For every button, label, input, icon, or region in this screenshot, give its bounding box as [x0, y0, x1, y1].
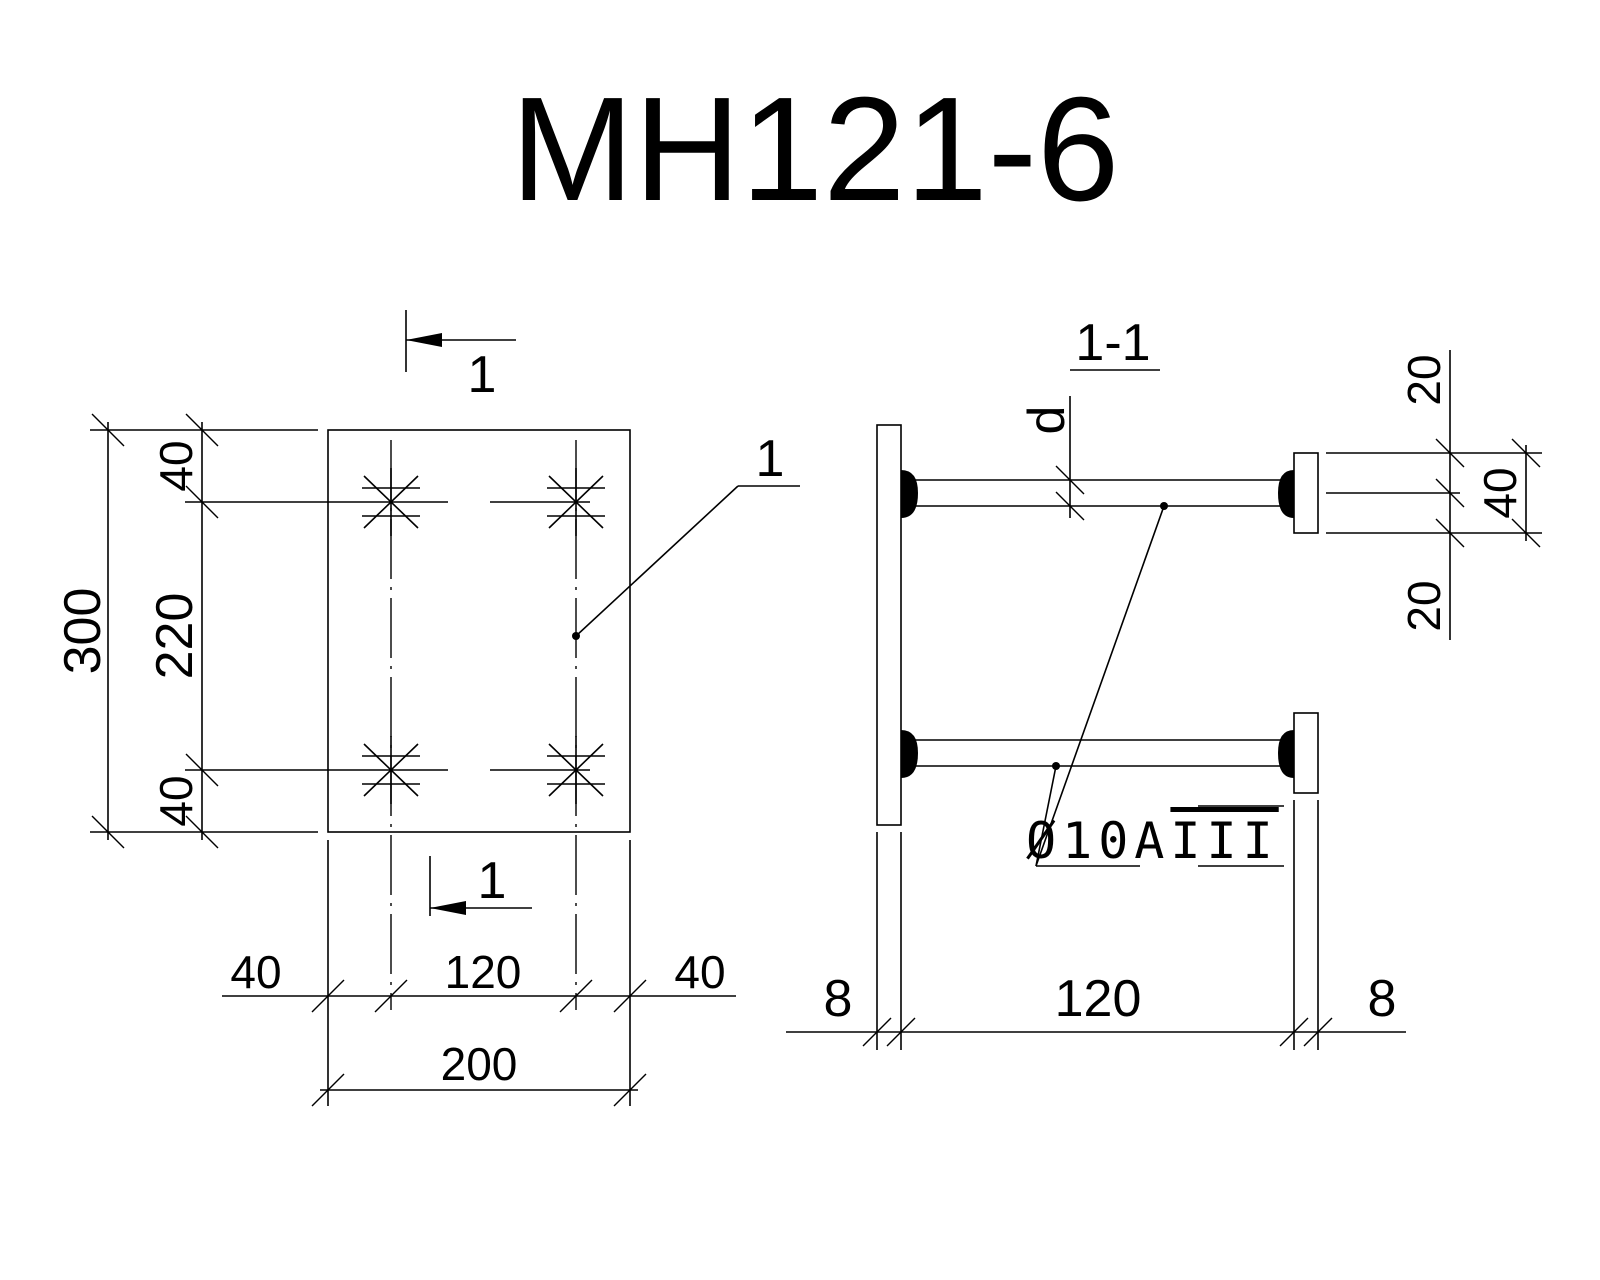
dim-middle: 220 [146, 593, 204, 680]
dim-total-width: 200 [441, 1038, 518, 1090]
anchor-mark-top-right [547, 468, 605, 536]
section-cut-mark-top: 1 [405, 310, 516, 404]
section-view: 1-1 d Ø10AIII [786, 314, 1542, 1050]
dim-top-gap: 20 [1398, 354, 1450, 405]
dim-left-edge: 40 [230, 946, 281, 998]
item-callout: 1 [572, 430, 800, 640]
section-title: 1-1 [1075, 314, 1150, 372]
section-cut-label-bottom: 1 [478, 852, 507, 910]
anchor-mark-top-left [362, 468, 420, 536]
drawing-title: MH121-6 [511, 67, 1120, 232]
section-cut-label-top: 1 [468, 346, 497, 404]
end-plate-top [1293, 452, 1319, 534]
weld-top-left [901, 470, 918, 518]
weld-bottom-left [901, 730, 918, 778]
section-base-plate [876, 424, 902, 826]
dim-bottom-gap: 20 [1398, 580, 1450, 631]
dim-right-plate: 8 [1368, 970, 1397, 1028]
section-cut-mark-bottom: 1 [429, 852, 532, 916]
anchor-mark-bottom-right [547, 736, 605, 804]
rebar-label: Ø10AIII [1026, 812, 1279, 870]
rebar-label-prefix: Ø10A [1026, 812, 1170, 870]
dim-left-plate: 8 [824, 970, 853, 1028]
dim-total-height: 300 [54, 588, 112, 675]
rebar-callout: Ø10AIII [1026, 502, 1284, 870]
dim-top-edge: 40 [150, 440, 202, 491]
anchor-mark-bottom-left [362, 736, 420, 804]
base-plate [327, 429, 631, 833]
end-plate-bottom [1293, 712, 1319, 794]
dim-bottom-edge: 40 [150, 775, 202, 826]
dim-right-edge: 40 [674, 946, 725, 998]
dim-center-spacing: 120 [445, 946, 522, 998]
weld-top-right [1278, 470, 1294, 518]
item-callout-label: 1 [756, 430, 785, 488]
rod-diameter-label: d [1018, 406, 1076, 435]
dim-plate-width: 40 [1474, 467, 1526, 518]
weld-bottom-right [1278, 730, 1294, 778]
dim-rod-length: 120 [1055, 970, 1142, 1028]
rebar-label-class: III [1170, 812, 1278, 870]
plan-view: 1 1 1 300 40 220 40 [54, 310, 800, 1107]
